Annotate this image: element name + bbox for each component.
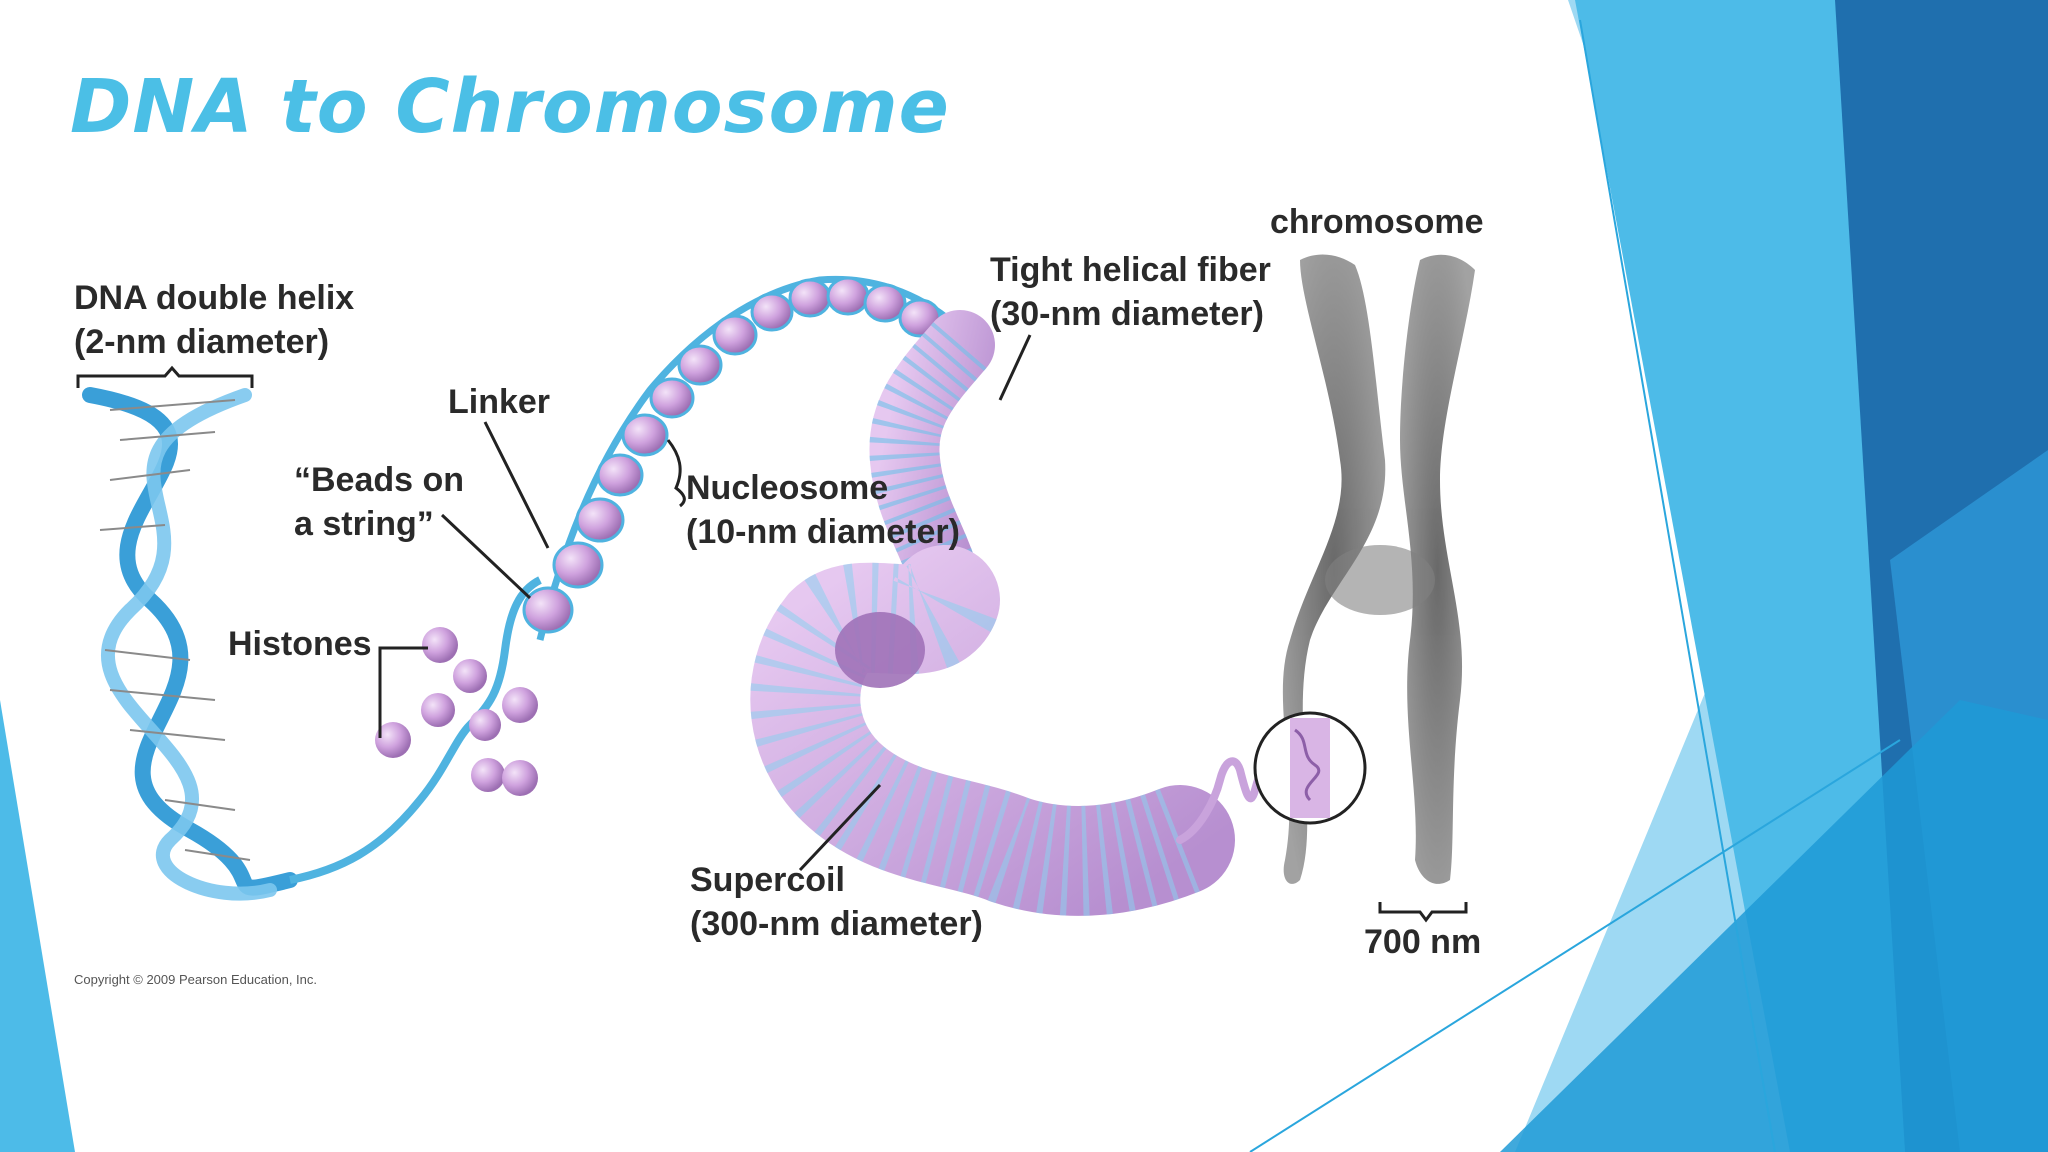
beads-pointer <box>440 513 532 600</box>
dna-helix-label-line1: DNA double helix <box>74 279 355 317</box>
decor-left-sliver <box>0 700 75 1152</box>
fiber-label: Tight helical fiber (30-nm diameter) <box>990 248 1271 336</box>
slide-title: DNA to Chromosome <box>70 64 950 150</box>
histones-pointer <box>378 646 428 738</box>
fiber-pointer <box>998 334 1032 401</box>
chromosome-label: chromosome <box>1270 203 1484 241</box>
dna-double-helix <box>82 387 298 901</box>
beads-label-line2: a string” <box>294 505 434 543</box>
supercoil-pointer <box>798 783 882 872</box>
free-histones <box>375 627 538 796</box>
linker-dna-strand <box>289 576 542 884</box>
linker-pointer <box>483 421 550 549</box>
nucleosome-label-line1: Nucleosome <box>686 469 889 507</box>
nucleosome-label: Nucleosome (10-nm diameter) <box>686 466 960 554</box>
nucleosome-brace <box>666 439 686 508</box>
linker-label: Linker <box>448 383 551 421</box>
decor-bottom-wedge <box>1500 700 2048 1152</box>
decor-thin-line-1 <box>1579 19 1776 1152</box>
chromatin-zoom-circle <box>1253 711 1367 825</box>
supercoil <box>750 545 1279 916</box>
fiber-label-line1: Tight helical fiber <box>990 251 1271 289</box>
supercoil-label: Supercoil (300-nm diameter) <box>690 858 983 946</box>
beads-label-line1: “Beads on <box>294 461 465 499</box>
dna-helix-label: DNA double helix (2-nm diameter) <box>74 276 354 364</box>
supercoil-label-line1: Supercoil <box>690 861 845 899</box>
dna-bracket <box>76 365 254 388</box>
histones-label: Histones <box>228 625 372 663</box>
fiber-label-line2: (30-nm diameter) <box>990 295 1264 333</box>
supercoil-label-line2: (300-nm diameter) <box>690 905 983 943</box>
scale-label: 700 nm <box>1364 923 1482 961</box>
dna-helix-label-line2: (2-nm diameter) <box>74 323 330 361</box>
beads-label: “Beads on a string” <box>294 458 464 546</box>
nucleosome-label-line2: (10-nm diameter) <box>686 513 960 551</box>
chromosome-image <box>1282 254 1475 884</box>
scale-bracket <box>1378 902 1468 923</box>
copyright-notice: Copyright © 2009 Pearson Education, Inc. <box>74 972 318 987</box>
decor-thin-line-2 <box>1249 739 1901 1152</box>
